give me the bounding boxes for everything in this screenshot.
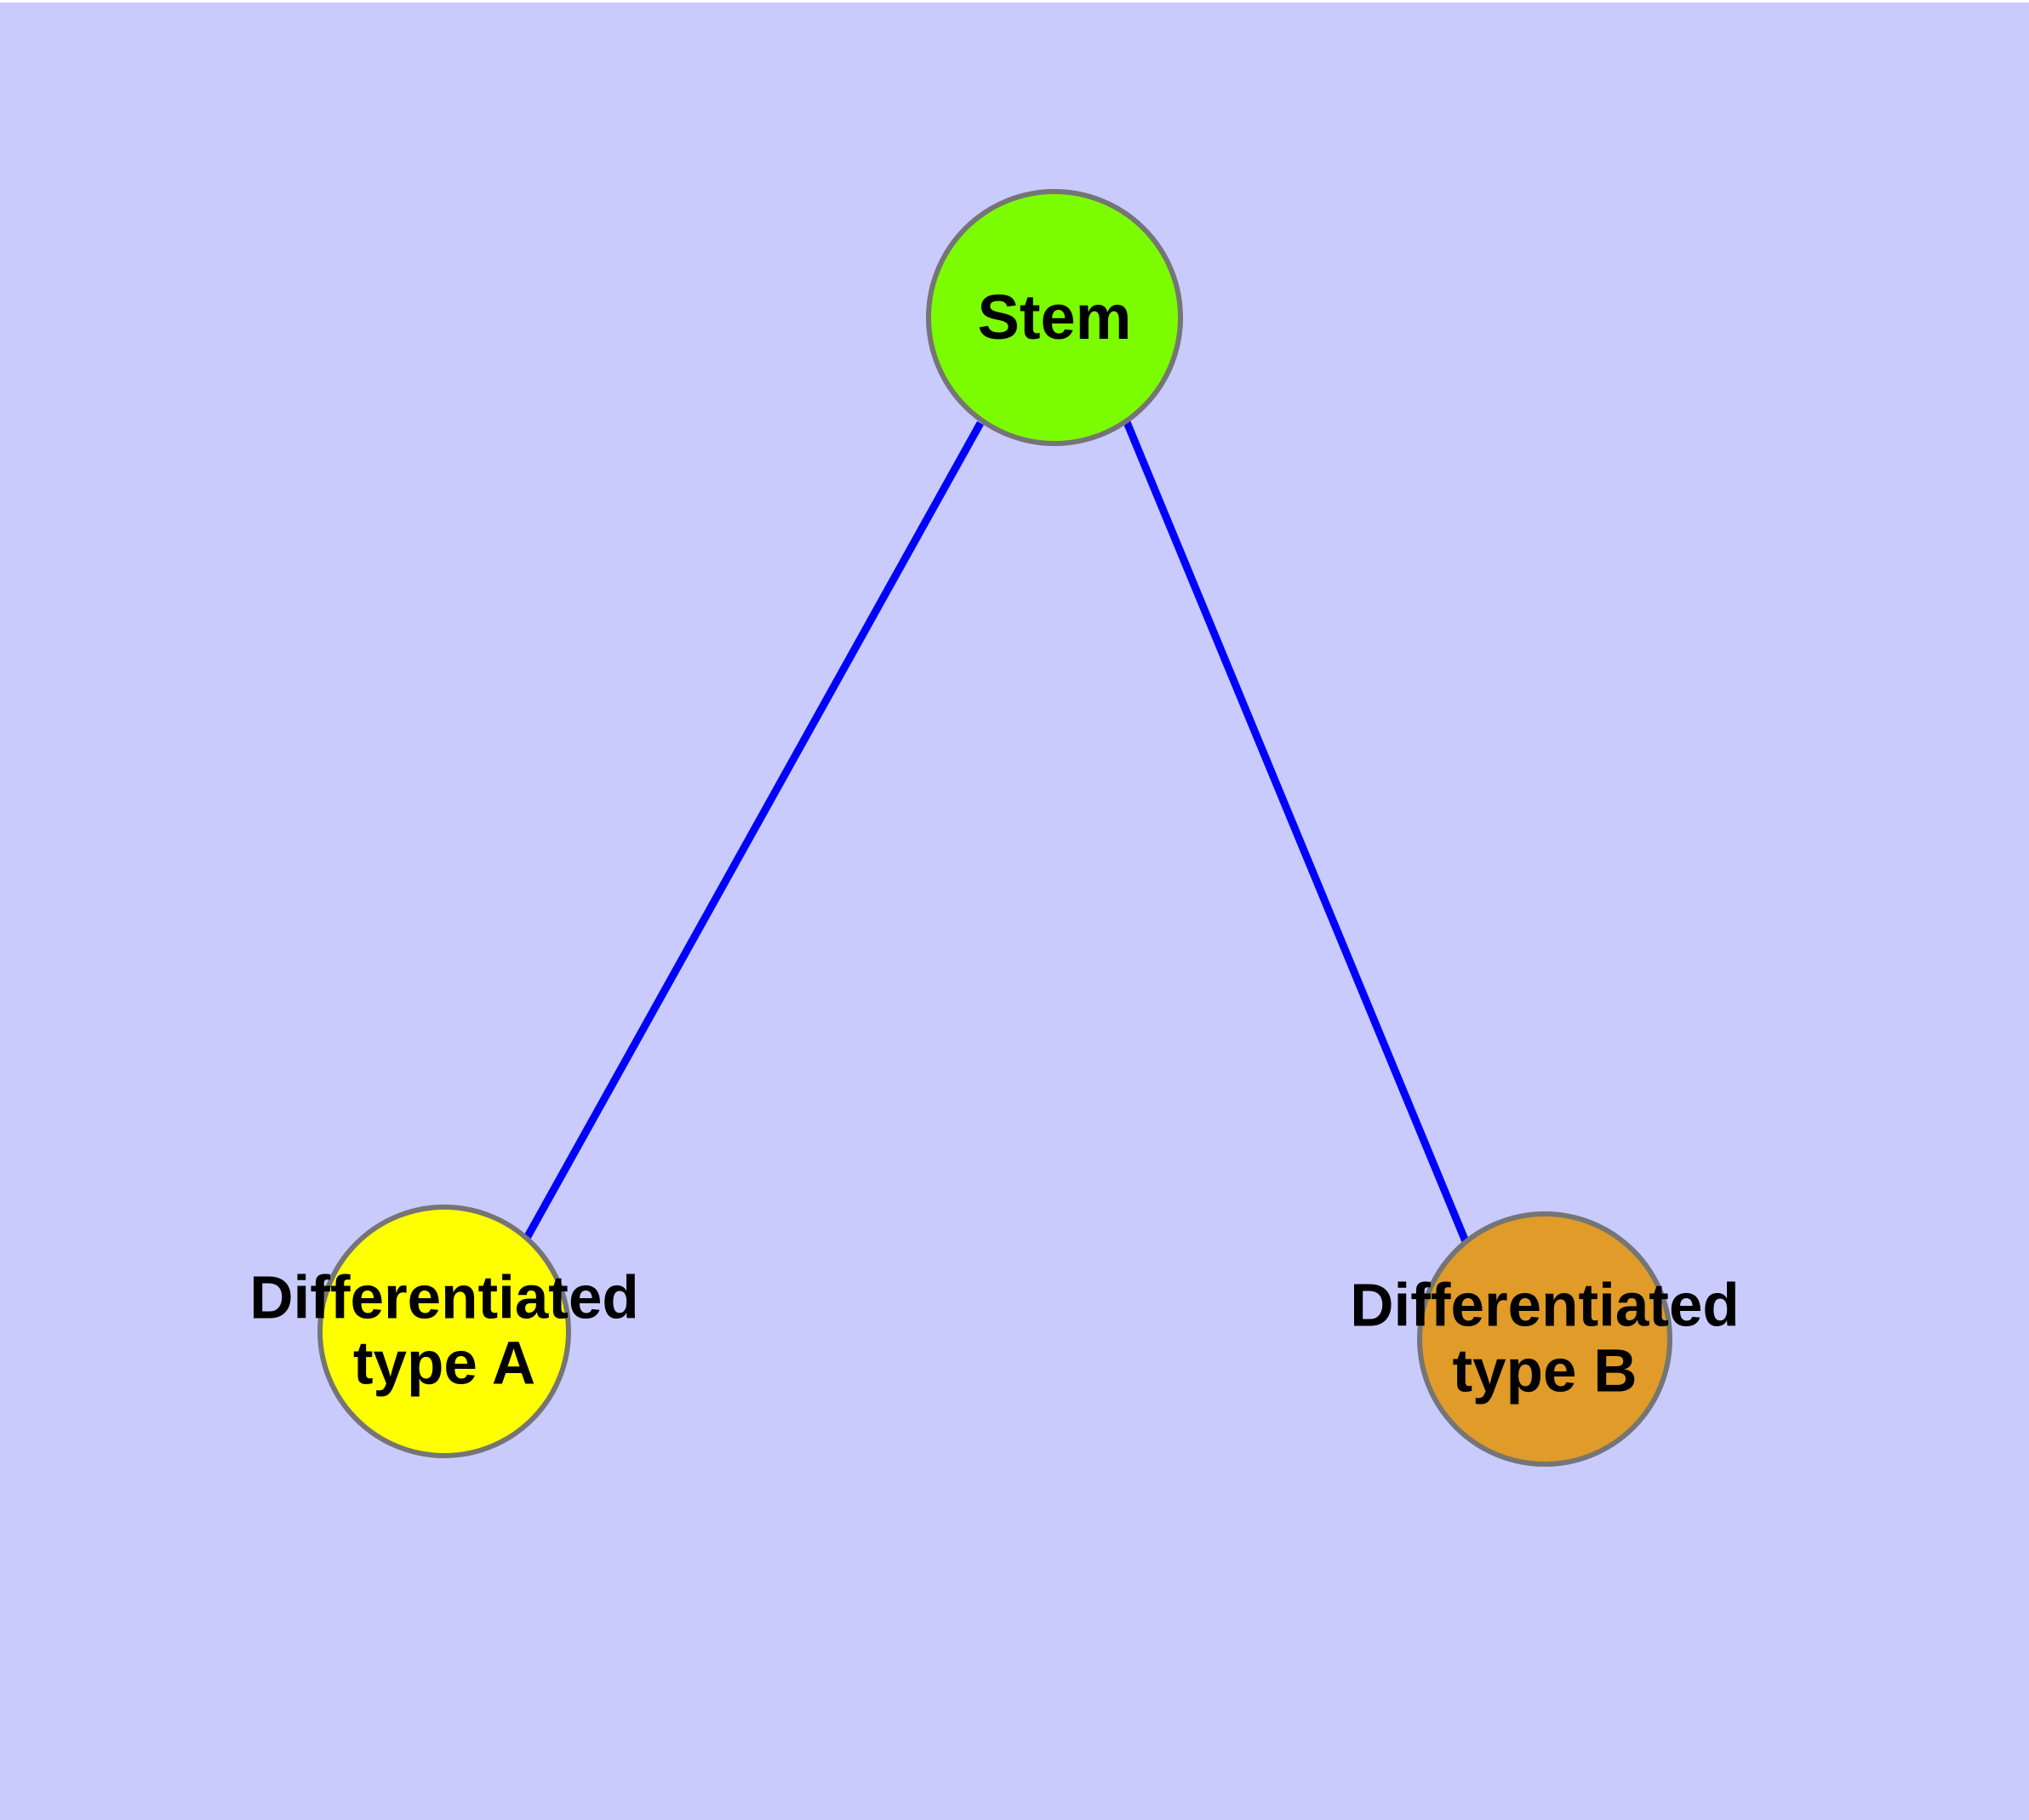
edge-stem-to-differentiated-type-a: [518, 421, 984, 1250]
node-differentiated-type-b[interactable]: [1417, 1211, 1672, 1467]
edge-stem-to-differentiated-type-b: [1123, 421, 1473, 1251]
edge-layer: [518, 421, 1473, 1251]
node-layer: [317, 189, 1672, 1467]
node-stem[interactable]: [926, 189, 1183, 446]
node-differentiated-type-a[interactable]: [317, 1205, 571, 1458]
